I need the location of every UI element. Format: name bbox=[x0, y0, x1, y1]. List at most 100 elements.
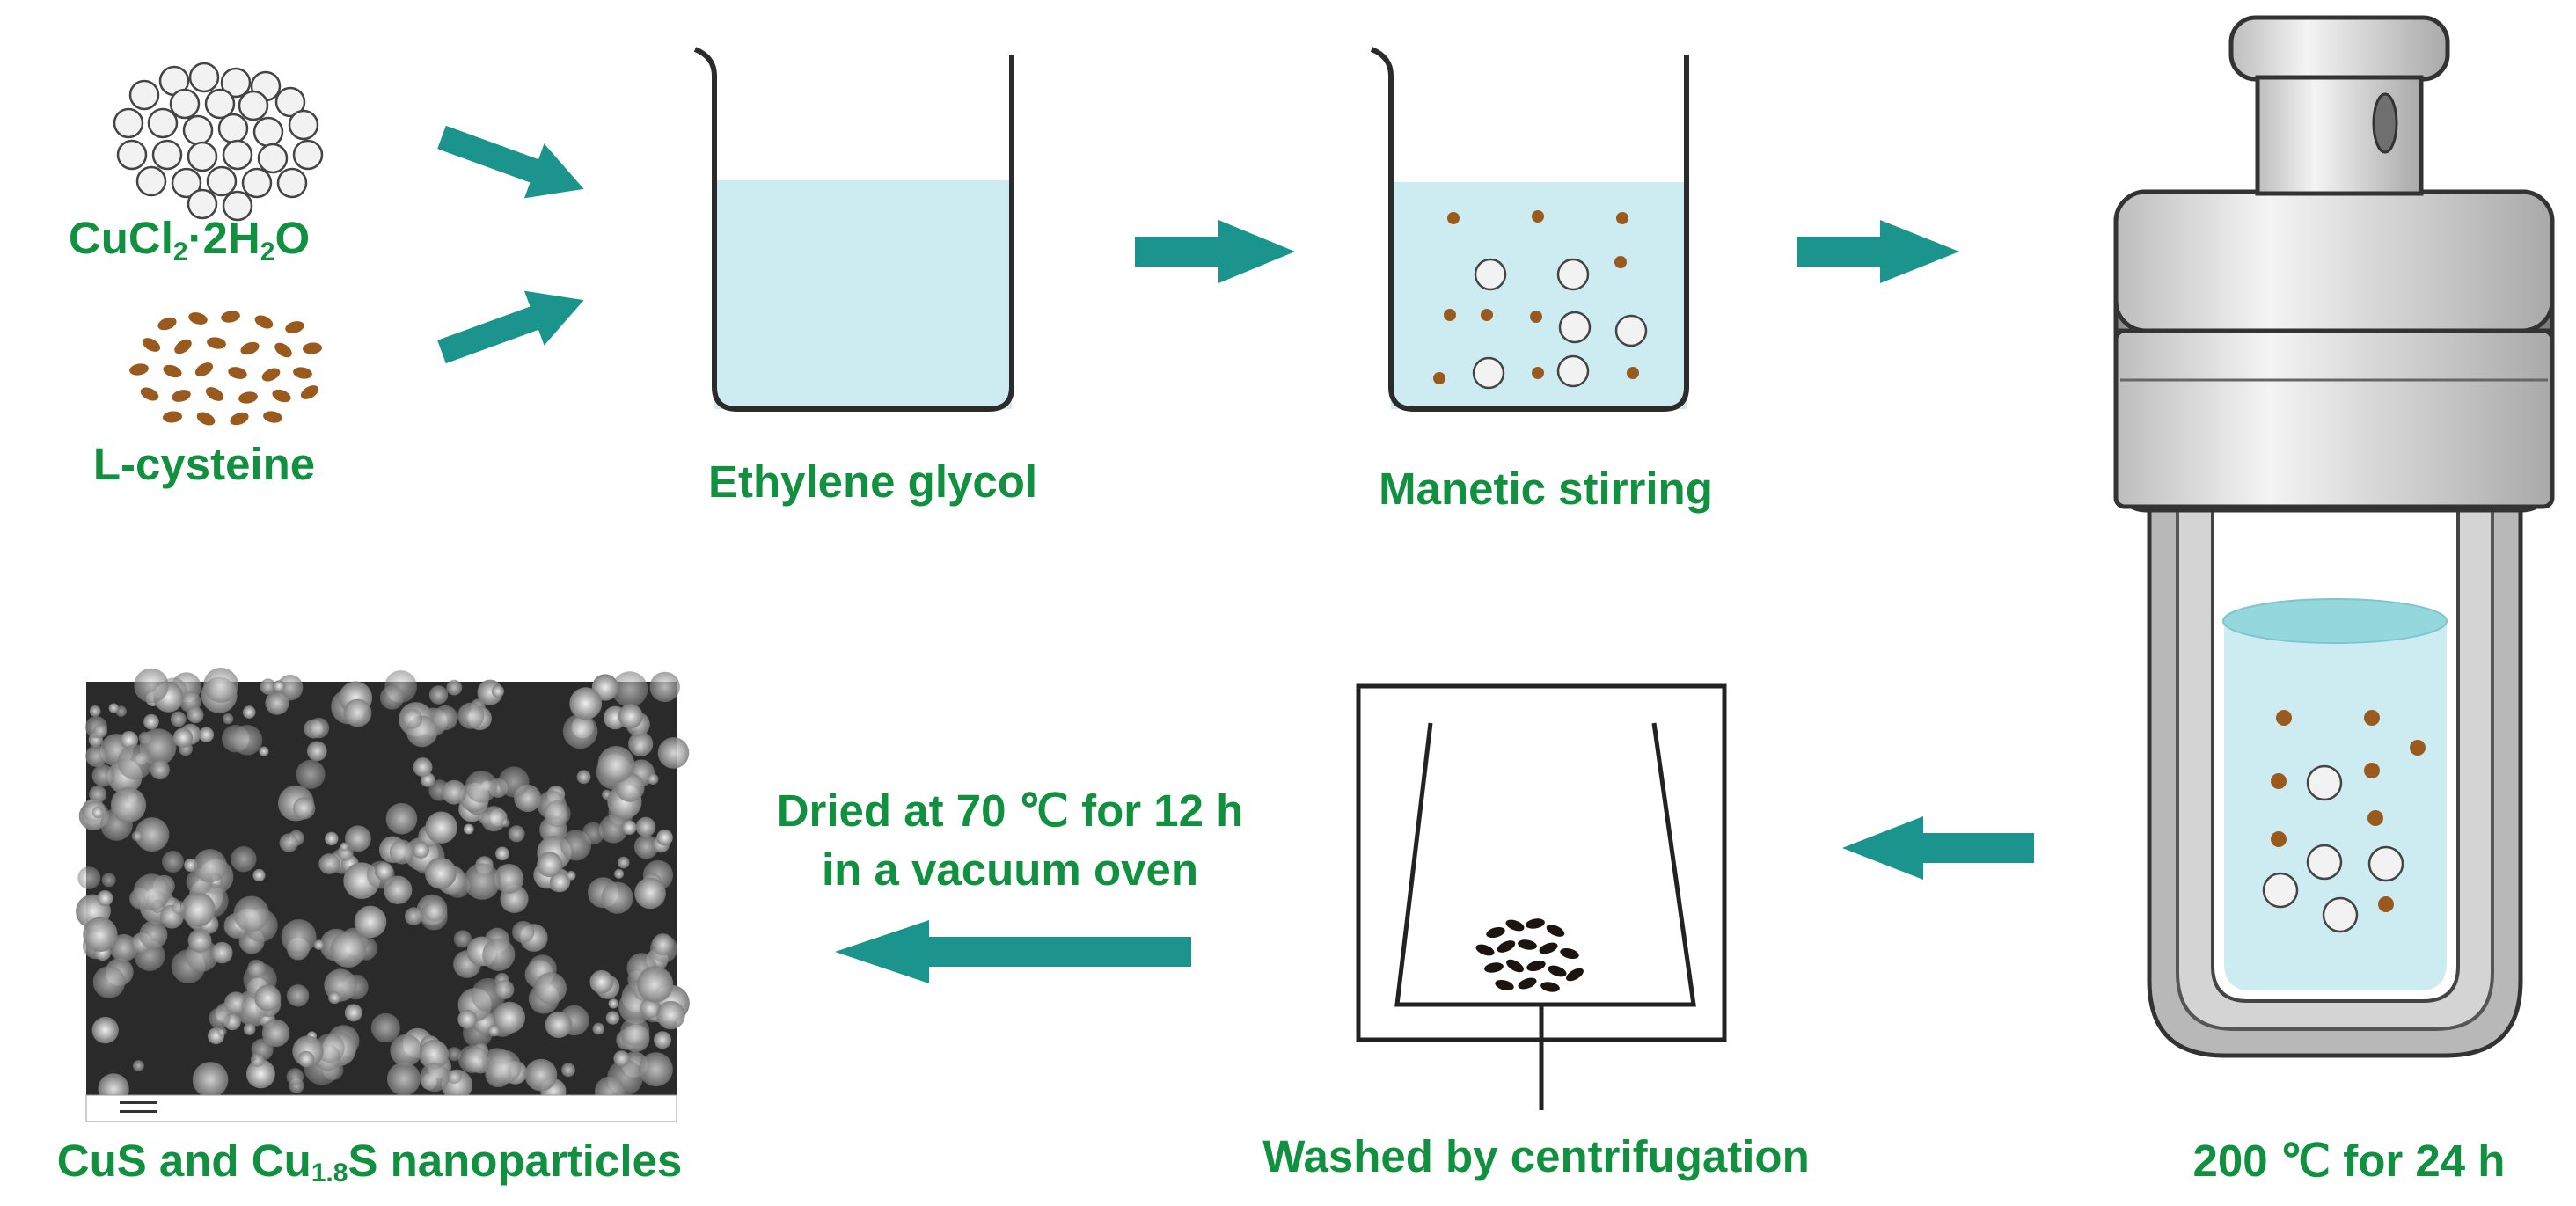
drying-condition-line1: Dried at 70 ℃ for 12 h bbox=[777, 786, 1244, 836]
brown-dot bbox=[2364, 710, 2380, 726]
grain-particle bbox=[238, 391, 258, 404]
grain-particle bbox=[293, 367, 312, 379]
white-sphere bbox=[1474, 258, 1507, 291]
white-sphere bbox=[2322, 896, 2359, 933]
grain-particle bbox=[303, 342, 322, 354]
ethylene-glycol-label: Ethylene glycol bbox=[708, 457, 1037, 507]
white-sphere bbox=[1556, 354, 1590, 388]
arrow-reagent1-to-beaker bbox=[437, 125, 584, 199]
grain-particle bbox=[228, 367, 247, 379]
white-sphere bbox=[188, 62, 220, 93]
beaker-with-particles-icon bbox=[1370, 47, 1689, 412]
grain-particle bbox=[285, 321, 304, 333]
white-sphere bbox=[257, 143, 289, 174]
grain-particle bbox=[221, 311, 240, 323]
white-sphere bbox=[128, 79, 160, 111]
grain-particle bbox=[240, 341, 260, 355]
beaker-icon bbox=[693, 47, 1014, 412]
white-sphere bbox=[288, 109, 319, 141]
brown-dot bbox=[1532, 367, 1544, 379]
brown-dot bbox=[2271, 773, 2287, 789]
grain-particle bbox=[1518, 939, 1537, 950]
grain-particle bbox=[205, 387, 224, 401]
grain-particle bbox=[172, 390, 191, 402]
arrow-beaker-to-stirring bbox=[1135, 220, 1295, 283]
grain-particle bbox=[254, 315, 274, 329]
brown-grains-cluster-icon bbox=[129, 311, 322, 426]
grain-particle bbox=[142, 338, 161, 352]
grain-particle bbox=[1505, 919, 1525, 932]
grain-particle bbox=[163, 411, 182, 423]
grain-particle bbox=[207, 337, 226, 349]
hydrothermal-autoclave-icon bbox=[2113, 15, 2555, 1058]
white-sphere bbox=[1556, 258, 1590, 291]
white-sphere bbox=[206, 165, 238, 197]
arrow-reagent2-to-beaker bbox=[437, 290, 584, 364]
white-sphere bbox=[187, 188, 218, 220]
white-sphere bbox=[222, 190, 253, 222]
brown-dot bbox=[1433, 372, 1445, 384]
grain-particle bbox=[174, 339, 192, 354]
white-sphere bbox=[2367, 845, 2404, 882]
brown-dot bbox=[2367, 810, 2383, 826]
white-sphere bbox=[217, 113, 249, 144]
white-spheres-cluster-icon bbox=[113, 62, 324, 222]
brown-dot bbox=[1530, 311, 1542, 323]
white-sphere bbox=[222, 139, 253, 171]
cysteine-label: L-cysteine bbox=[93, 439, 315, 489]
brown-dot bbox=[1481, 309, 1493, 321]
brown-dot bbox=[1444, 309, 1456, 321]
white-sphere bbox=[1472, 356, 1505, 390]
white-sphere bbox=[2262, 872, 2299, 909]
grain-particle bbox=[1484, 962, 1504, 973]
grain-particle bbox=[129, 363, 149, 376]
white-sphere bbox=[187, 141, 218, 172]
arrow-centrifuge-to-product bbox=[835, 920, 1191, 983]
white-sphere bbox=[169, 88, 201, 120]
grain-particle bbox=[263, 411, 282, 423]
white-sphere bbox=[276, 167, 308, 199]
grain-particle bbox=[272, 389, 291, 403]
white-sphere bbox=[151, 139, 183, 171]
brown-dot bbox=[1614, 256, 1627, 268]
grain-particle bbox=[140, 387, 159, 401]
sem-micrograph-icon bbox=[76, 668, 690, 1122]
white-sphere bbox=[1558, 311, 1592, 344]
grain-particle bbox=[1518, 977, 1537, 990]
white-sphere bbox=[274, 86, 306, 118]
product-label: CuS and Cu1.8S nanoparticles bbox=[57, 1136, 683, 1188]
grain-particle bbox=[1540, 982, 1560, 992]
white-sphere bbox=[2306, 844, 2343, 881]
magnetic-stirring-label: Manetic stirring bbox=[1379, 464, 1713, 514]
brown-dot bbox=[1447, 212, 1460, 224]
brown-dot bbox=[2364, 763, 2380, 778]
grain-particle bbox=[196, 412, 216, 426]
drying-condition-line2: in a vacuum oven bbox=[822, 844, 1198, 895]
white-sphere bbox=[171, 167, 202, 199]
brown-dot bbox=[1532, 210, 1544, 223]
grain-particle bbox=[1486, 926, 1505, 939]
white-sphere bbox=[182, 114, 214, 146]
white-sphere bbox=[2306, 764, 2343, 801]
white-sphere bbox=[204, 88, 236, 120]
grain-particle bbox=[261, 368, 281, 382]
white-sphere bbox=[238, 90, 269, 121]
white-sphere bbox=[113, 107, 144, 139]
arrow-autoclave-to-centrifuge bbox=[1842, 816, 2034, 880]
grain-particle bbox=[194, 362, 214, 376]
brown-dot bbox=[1627, 367, 1639, 379]
white-sphere bbox=[292, 139, 324, 171]
brown-dot bbox=[2410, 740, 2426, 756]
white-sphere bbox=[116, 139, 148, 171]
grain-particle bbox=[188, 312, 208, 325]
white-sphere bbox=[1614, 314, 1648, 347]
grain-particle bbox=[1475, 944, 1495, 956]
grain-particle bbox=[1566, 968, 1584, 982]
white-sphere bbox=[220, 67, 252, 99]
white-sphere bbox=[135, 165, 167, 197]
grain-particle bbox=[1560, 947, 1579, 960]
grain-particle bbox=[1497, 940, 1516, 953]
grain-particle bbox=[1548, 965, 1567, 977]
grain-particle bbox=[1526, 960, 1546, 972]
